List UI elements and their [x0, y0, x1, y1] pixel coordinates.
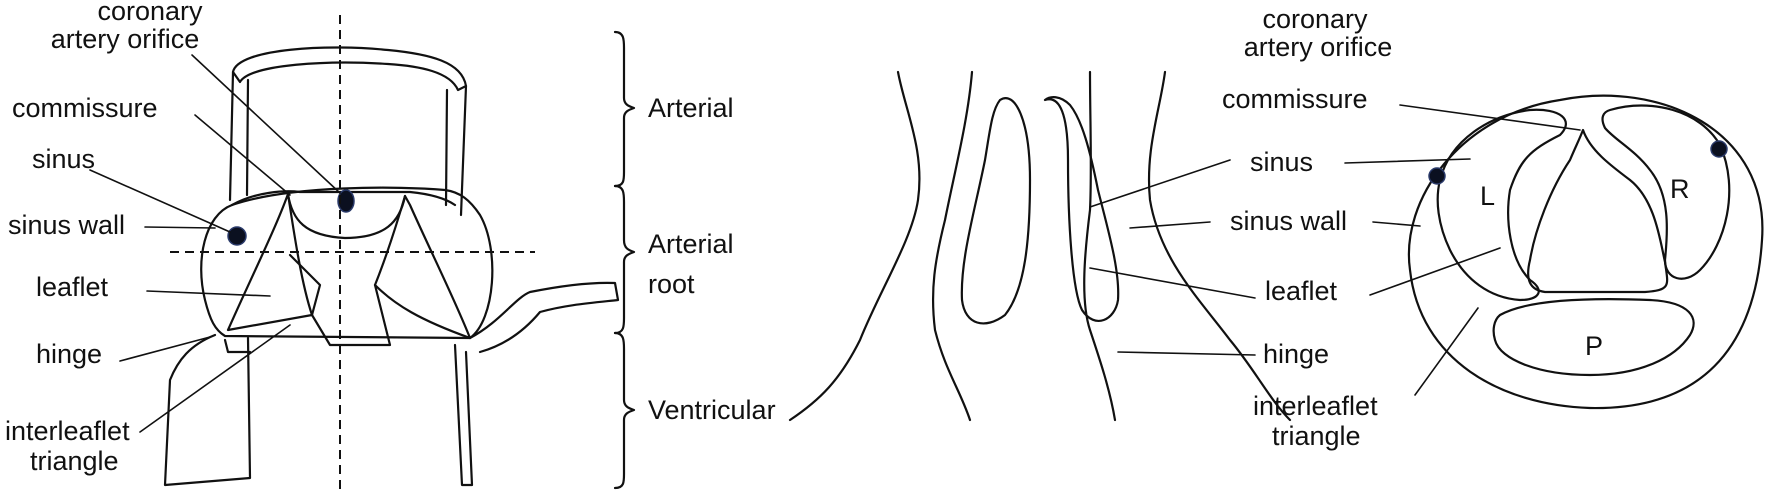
right-leaflet-section	[1043, 96, 1120, 322]
right-labels: coronary artery orifice commissure sinus…	[1222, 4, 1392, 451]
sinus-letter-posterior: P	[1585, 331, 1603, 361]
tube-left-wall-inner	[245, 78, 250, 197]
leader-mid-leaflet	[1089, 267, 1256, 299]
leader-commissure	[194, 114, 291, 196]
right-leaflet	[373, 194, 472, 340]
sinus-outer-outline	[200, 186, 494, 340]
region-arterial: Arterial	[648, 93, 734, 123]
label-sinus-wall: sinus wall	[8, 210, 125, 240]
region-arterial-root-line1: Arterial	[648, 229, 734, 259]
leader-leaflet	[146, 290, 271, 297]
ventricular-part	[163, 281, 620, 487]
right-side-flap	[468, 281, 620, 354]
bracket-arterial-root	[613, 184, 636, 335]
leader-right-sinus-wall	[1372, 221, 1421, 227]
leader-right-interleaflet	[1414, 307, 1479, 396]
region-ventricular: Ventricular	[648, 395, 776, 425]
posterior-sinus-wall	[1492, 298, 1695, 377]
center-triangle	[310, 283, 392, 347]
right-label-coronary-line2: artery orifice	[1244, 32, 1393, 62]
left-leaflet	[226, 192, 314, 332]
left-flap-inner	[223, 338, 252, 354]
leader-mid-hinge	[1117, 351, 1256, 356]
central-leaflets	[1527, 128, 1669, 294]
coronary-orifice-dot-sinus	[227, 226, 247, 246]
left-coronary-orifice-dot	[1428, 167, 1446, 185]
label-hinge: hinge	[36, 339, 102, 369]
tube-right-wall-inner	[444, 88, 449, 207]
label-coronary-line1: coronary	[97, 0, 203, 26]
right-label-commissure: commissure	[1222, 84, 1368, 114]
region-arterial-root-line2: root	[648, 269, 695, 299]
left-ventricular-flap	[163, 333, 252, 487]
right-coronary-orifice-dot	[1710, 140, 1728, 158]
label-sinus: sinus	[32, 144, 95, 174]
leader-mid-sinus	[1089, 159, 1231, 208]
label-leaflet: leaflet	[36, 272, 109, 302]
inner-wall-right	[1083, 70, 1117, 422]
right-label-hinge: hinge	[1263, 339, 1329, 369]
label-interleaflet-line1: interleaflet	[5, 416, 130, 446]
left-leaflet-fold	[288, 253, 322, 317]
leader-right-commissure	[1399, 104, 1581, 131]
tube-top-rim	[231, 46, 468, 92]
right-label-coronary-line1: coronary	[1262, 4, 1368, 34]
sinus-top-edge	[230, 190, 457, 207]
right-label-sinus-wall: sinus wall	[1230, 206, 1347, 236]
right-panel-cross-section: L R P	[1344, 94, 1764, 410]
leader-hinge	[119, 336, 211, 362]
left-leaflet-section	[960, 97, 1032, 325]
outer-wall-right	[1147, 70, 1292, 422]
label-coronary-line2: artery orifice	[51, 24, 200, 54]
sinus-letter-left: L	[1480, 181, 1495, 211]
leader-mid-sinus-wall	[1129, 221, 1211, 229]
outer-wall-left	[788, 70, 921, 422]
right-sinus-wall	[1601, 104, 1731, 280]
leader-interleaflet	[139, 324, 291, 433]
right-label-sinus: sinus	[1250, 147, 1313, 177]
middle-panel-section	[788, 70, 1292, 422]
coronary-sinus-cusp	[286, 192, 407, 240]
right-label-leaflet: leaflet	[1265, 276, 1338, 306]
bracket-ventricular	[613, 331, 636, 490]
leader-sinus-wall	[144, 226, 216, 229]
outer-ring	[1407, 94, 1764, 410]
inner-wall-left	[931, 70, 974, 422]
coronary-orifice-dot	[337, 189, 355, 213]
leader-sinus	[89, 169, 231, 233]
bracket-arterial	[613, 30, 636, 188]
right-ventricular-flap	[453, 343, 474, 487]
left-panel: coronary artery orifice commissure sinus…	[5, 0, 776, 495]
label-commissure: commissure	[12, 93, 158, 123]
label-interleaflet-line2: triangle	[30, 446, 119, 476]
right-label-interleaflet-line1: interleaflet	[1253, 391, 1378, 421]
sinus-letter-right: R	[1670, 174, 1690, 204]
leader-right-leaflet	[1369, 247, 1501, 296]
tube-right-wall	[459, 84, 468, 217]
leader-right-sinus	[1344, 158, 1471, 164]
leader-coronary	[191, 54, 341, 194]
right-label-interleaflet-line2: triangle	[1272, 421, 1361, 451]
